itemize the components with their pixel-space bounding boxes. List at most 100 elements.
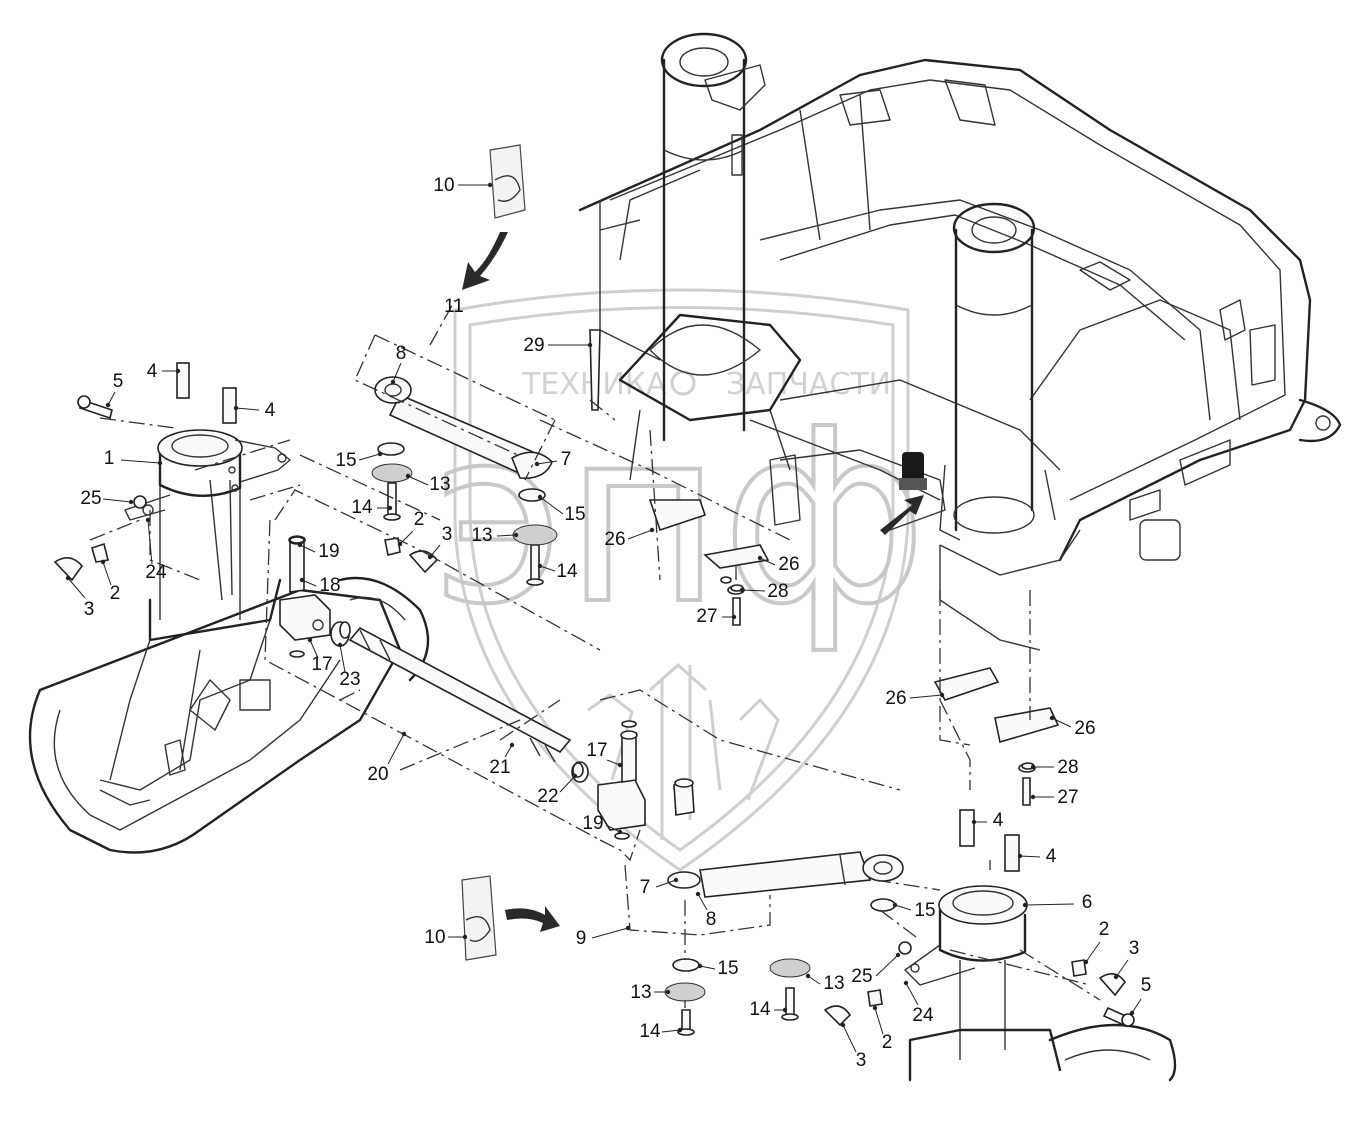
- leader-line: [67, 577, 86, 599]
- leader-dot: [1049, 715, 1055, 721]
- leader-dot: [697, 963, 703, 969]
- leader-line: [235, 407, 260, 411]
- callout-number: 27: [696, 606, 717, 627]
- left-swivel-housing: [124, 429, 291, 521]
- callout-c25b: 25: [851, 952, 901, 987]
- leader-line: [905, 982, 919, 1006]
- frame-column-left: [660, 32, 766, 442]
- leader-dot: [487, 182, 493, 188]
- leader-line: [407, 475, 429, 486]
- leader-line: [120, 459, 161, 464]
- callout-c6: 6: [1022, 892, 1092, 913]
- leader-dot: [1017, 853, 1023, 859]
- watermark-text-right: ЗАПЧАСТИ: [726, 367, 891, 402]
- leader-dot: [939, 692, 945, 698]
- callout-c26d: 26: [1049, 715, 1096, 739]
- callout-number: 29: [523, 335, 544, 356]
- leader-dot: [397, 541, 403, 547]
- leader-line: [539, 565, 556, 572]
- callout-number: 3: [84, 599, 95, 620]
- callout-c18: 18: [299, 575, 341, 596]
- leader-line: [392, 362, 402, 383]
- callout-c4c: 4: [971, 810, 1004, 831]
- leader-line: [504, 744, 513, 758]
- leader-dot: [617, 762, 623, 768]
- callout-c24a: 24: [145, 517, 167, 583]
- callout-c26a: 26: [604, 527, 655, 550]
- callout-number: 23: [339, 669, 360, 690]
- leader-dot: [695, 891, 701, 897]
- callout-number: 7: [561, 449, 572, 470]
- leader-dot: [175, 368, 181, 374]
- leader-dot: [427, 554, 433, 560]
- leader-line: [539, 496, 564, 515]
- lower-bracket: [597, 730, 695, 831]
- callout-number: 14: [749, 999, 771, 1020]
- callout-number: 19: [582, 813, 603, 834]
- callout-number: 15: [914, 900, 935, 921]
- callout-number: 13: [471, 525, 492, 546]
- callout-c27a: 27: [696, 606, 737, 627]
- callout-c2d: 2: [872, 1005, 892, 1053]
- callout-number: 14: [639, 1021, 661, 1042]
- callout-c5a: 5: [105, 371, 124, 408]
- leader-dot: [617, 829, 623, 835]
- leader-line: [661, 1029, 681, 1033]
- leader-line: [301, 579, 317, 587]
- callout-number: 7: [640, 877, 651, 898]
- leader-line: [605, 824, 621, 833]
- callout-number: 5: [113, 371, 124, 392]
- callout-number: 24: [145, 562, 167, 583]
- leader-line: [759, 557, 776, 566]
- leader-line: [399, 530, 414, 545]
- leader-dot: [337, 642, 343, 648]
- callout-number: 3: [1129, 938, 1140, 959]
- assembly-lines: [89, 299, 1101, 1008]
- leader-line: [1115, 959, 1129, 978]
- callout-number: 2: [110, 583, 121, 604]
- leader-dot: [1083, 959, 1089, 965]
- callout-number: 13: [429, 474, 450, 495]
- callout-number: 8: [706, 909, 717, 930]
- small-parts: [53, 329, 1135, 1036]
- leader-line: [429, 544, 441, 558]
- callout-c4a: 4: [147, 361, 181, 382]
- callout-number: 13: [630, 982, 651, 1003]
- callout-number: 19: [318, 541, 339, 562]
- leader-dot: [513, 532, 519, 538]
- callout-number: 15: [717, 958, 738, 979]
- callout-c1: 1: [104, 448, 163, 469]
- leader-dot: [673, 877, 679, 883]
- callout-c19a: 19: [297, 541, 340, 562]
- callout-c5b: 5: [1129, 975, 1151, 1016]
- lower-cylinder: [667, 851, 904, 898]
- leader-line: [559, 775, 576, 793]
- leader-line: [147, 519, 153, 565]
- callout-number: 24: [912, 1005, 934, 1026]
- leader-line: [842, 1024, 857, 1053]
- leader-line: [894, 904, 912, 911]
- leader-dot: [649, 527, 655, 533]
- callout-number: 25: [851, 966, 872, 987]
- callout-c25a: 25: [80, 488, 134, 509]
- callout-c3a: 3: [427, 524, 452, 560]
- leader-dot: [840, 1022, 846, 1028]
- callout-c22: 22: [537, 773, 578, 807]
- upper-frame: [578, 58, 1342, 651]
- leader-dot: [677, 1027, 683, 1033]
- leader-dot: [509, 742, 515, 748]
- leader-dot: [805, 973, 811, 979]
- callout-c17b: 17: [586, 740, 623, 768]
- callout-number: 25: [80, 488, 101, 509]
- leader-dot: [1129, 1010, 1135, 1016]
- callout-number: 22: [537, 786, 558, 807]
- left-track-frame: [28, 479, 430, 854]
- callout-c15a: 15: [335, 450, 383, 471]
- leader-line: [807, 975, 821, 985]
- leader-dot: [145, 517, 151, 523]
- callout-number: 8: [396, 343, 407, 364]
- callout-c7a: 7: [534, 449, 572, 470]
- callout-c10b: 10: [424, 927, 468, 948]
- callout-c8b: 8: [695, 891, 717, 930]
